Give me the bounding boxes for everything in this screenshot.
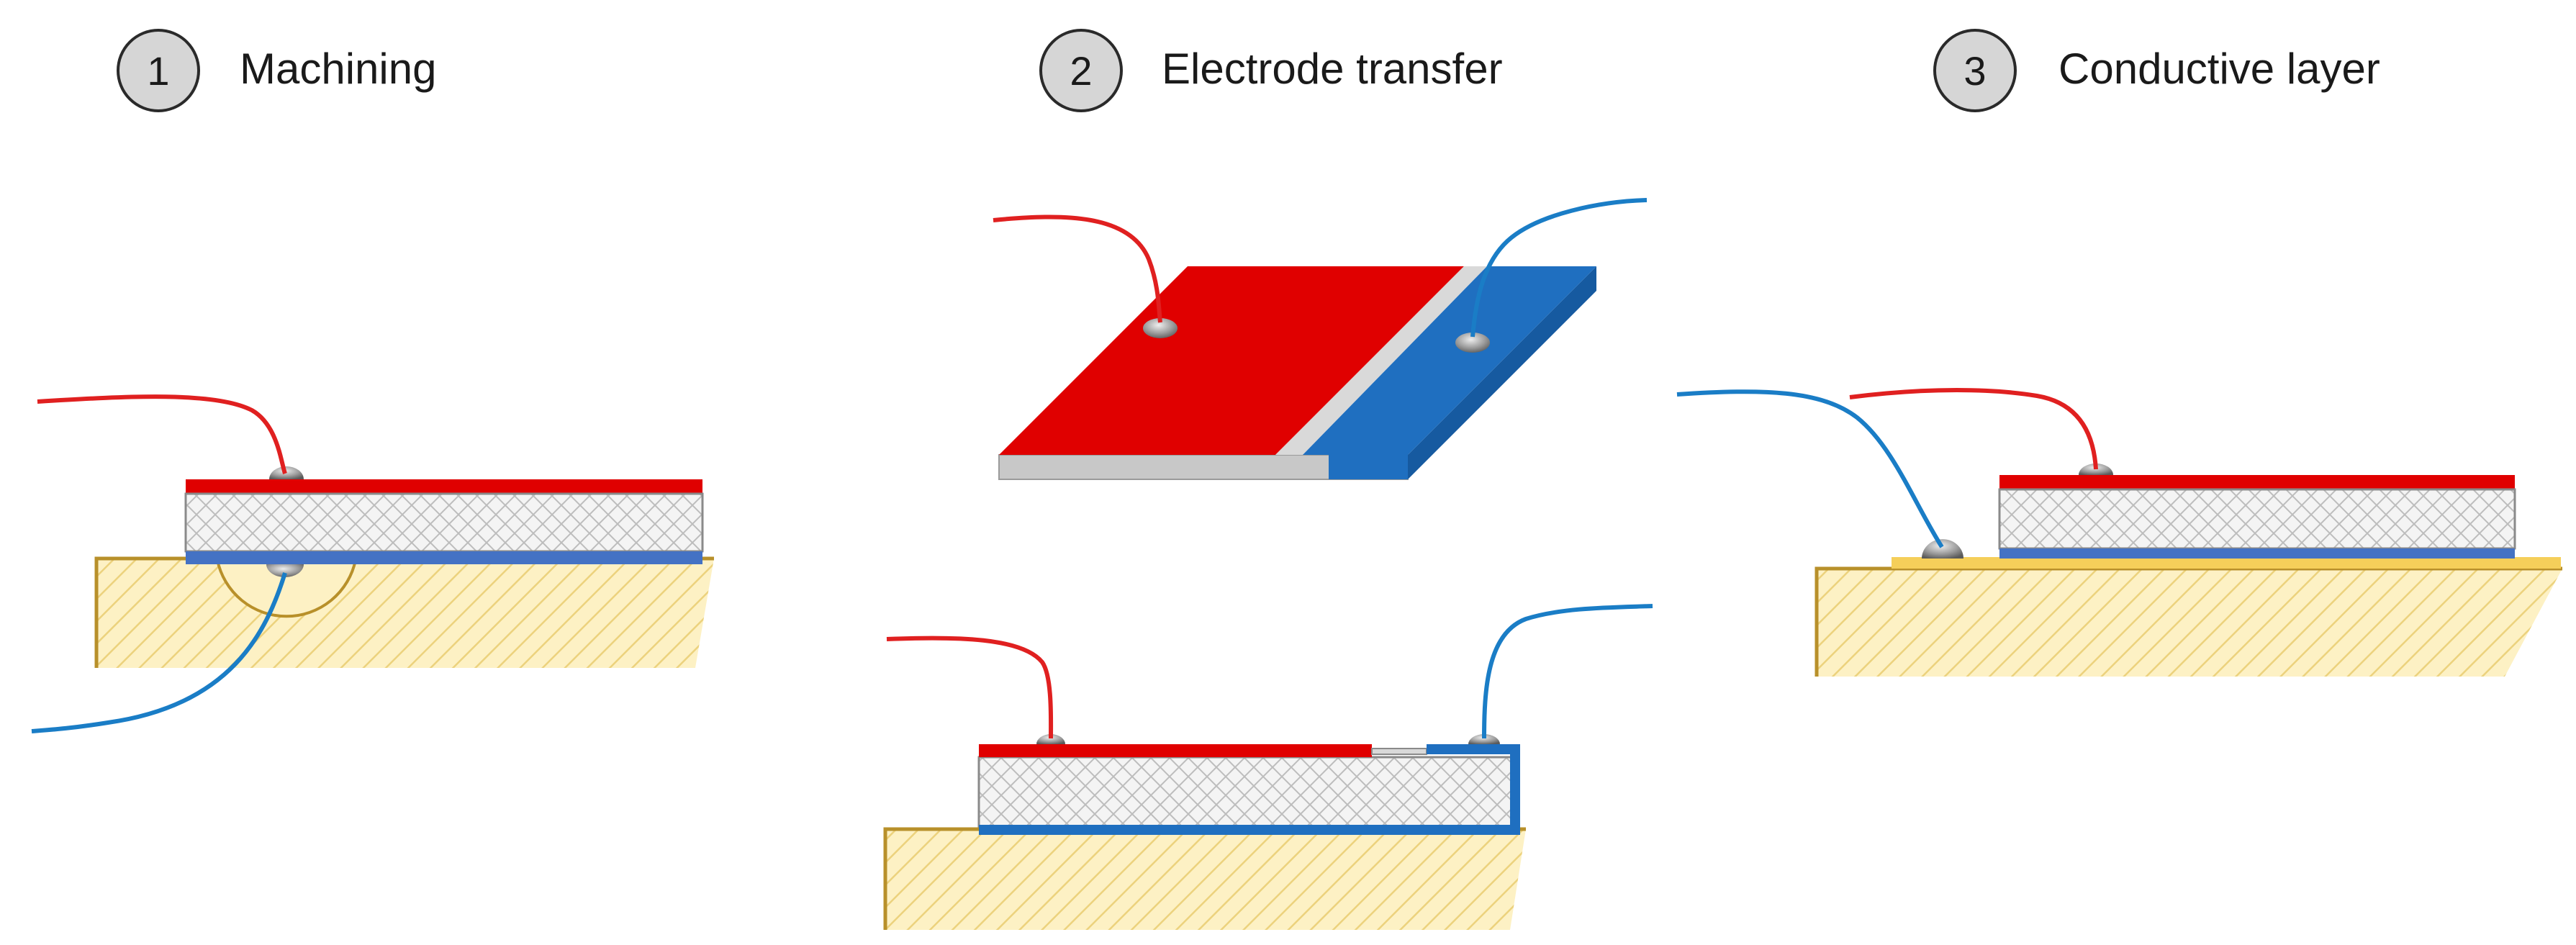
step-1-cavity	[216, 559, 357, 618]
step-1-label: Machining	[240, 45, 437, 93]
step-1-illustration	[31, 394, 714, 733]
step-2-red-wire	[993, 214, 1162, 323]
step-2-section-red-wire	[886, 636, 1054, 739]
step-2-wraparound-blue-electrode	[979, 744, 1520, 835]
step-3-substrate	[1817, 569, 2562, 677]
step-2-section-blue-wire	[1482, 604, 1653, 739]
step-3-top-electrode	[1999, 475, 2515, 489]
step-3-layer-solder	[1922, 539, 1963, 559]
step-2-plate-side-face	[1408, 266, 1596, 479]
step-2-top-gap	[1371, 748, 1427, 755]
step-3-illustration	[1676, 388, 2562, 677]
step-1-substrate	[96, 559, 714, 668]
step-1-ceramic	[184, 492, 704, 553]
step-1-number-badge: 1	[117, 29, 200, 112]
step-2-number-badge: 2	[1039, 29, 1123, 112]
step-2-top-red-electrode	[979, 744, 1372, 757]
step-3-conductive-layer	[1892, 557, 2561, 569]
step-2-blue-electrode	[1303, 266, 1596, 455]
step-2-label: Electrode transfer	[1162, 45, 1503, 93]
step-3-blue-wire	[1676, 389, 1944, 548]
step-2-section-red-solder	[1036, 734, 1065, 744]
step-2-blue-wrap-front	[1329, 455, 1408, 479]
step-2-section-illustration	[883, 604, 1653, 930]
step-2-blue-solder	[1455, 333, 1490, 353]
step-1-bottom-electrode	[186, 551, 702, 564]
step-2-plate-illustration	[993, 198, 1648, 480]
step-2-blue-wire	[1470, 198, 1648, 338]
step-2-section-blue-solder	[1468, 734, 1500, 744]
step-2-electrode-gap	[1275, 266, 1487, 455]
step-2-red-solder	[1143, 318, 1178, 338]
step-3-ceramic	[1998, 488, 2516, 550]
step-3-number-badge: 3	[1933, 29, 2017, 112]
step-3-label: Conductive layer	[2058, 45, 2380, 93]
step-3-bottom-electrode	[1999, 548, 2515, 559]
step-1-red-wire	[37, 394, 287, 474]
step-1-blue-wire	[31, 572, 287, 733]
step-1-top-electrode	[186, 479, 702, 494]
step-2-substrate	[885, 829, 1526, 930]
step-3-red-wire	[1849, 388, 2098, 470]
step-2-red-electrode	[999, 266, 1464, 455]
step-2-ceramic	[977, 756, 1520, 828]
step-1-bottom-solder	[266, 564, 304, 577]
